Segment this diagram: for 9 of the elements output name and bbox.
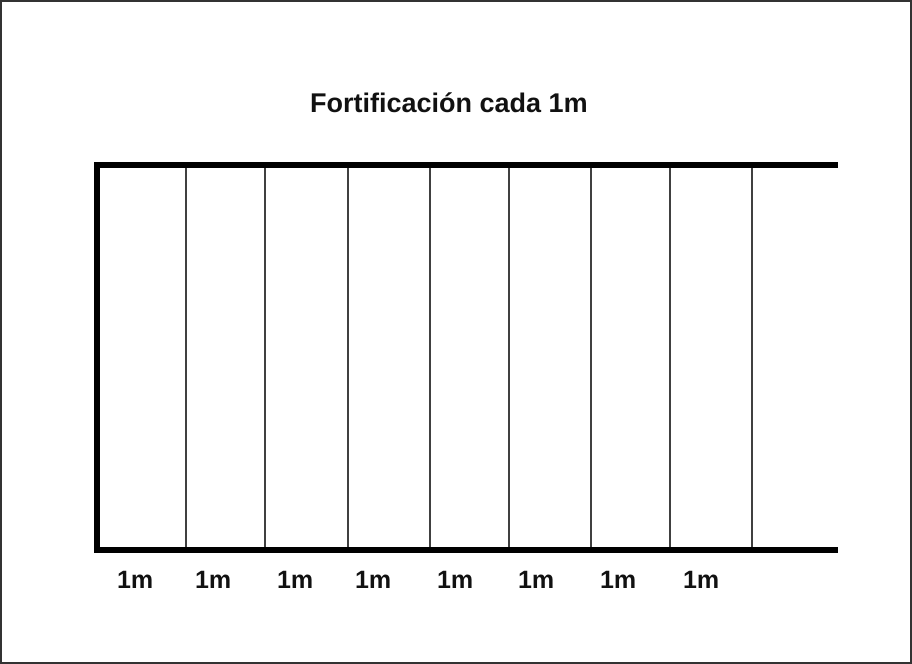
dimension-label: 1m <box>600 566 636 595</box>
dimension-label: 1m <box>355 566 392 595</box>
dimension-label: 1m <box>195 566 232 595</box>
dimension-label: 1m <box>518 566 554 595</box>
dimension-label: 1m <box>117 566 154 595</box>
dimension-label: 1m <box>437 566 474 595</box>
diagram-title: Fortificación cada 1m <box>310 88 588 119</box>
dimension-label: 1m <box>683 566 720 595</box>
dimension-label: 1m <box>277 566 314 595</box>
